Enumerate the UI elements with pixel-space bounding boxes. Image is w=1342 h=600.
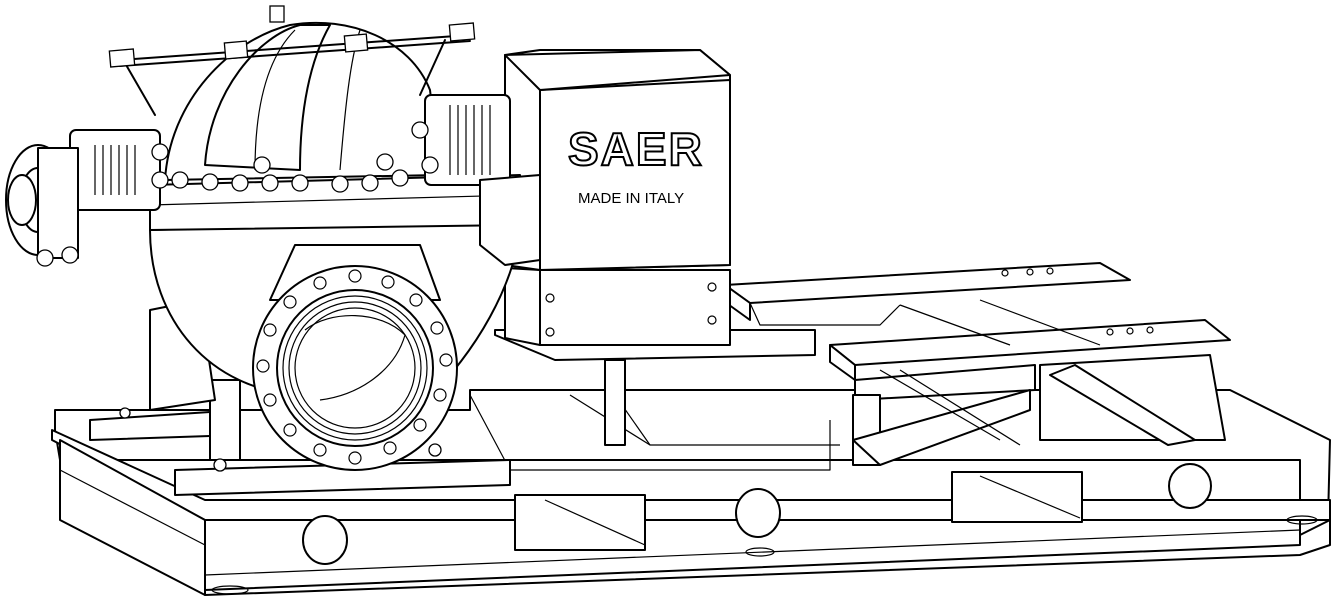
split-case-pump — [5, 5, 541, 472]
seal-piping — [108, 5, 476, 116]
frame-hole — [1168, 463, 1212, 509]
frame-hole — [302, 515, 348, 565]
brand-logo: SAER — [568, 123, 704, 175]
flange-bolts — [36, 121, 439, 267]
discharge-flange — [252, 244, 458, 471]
frame-cutout — [514, 494, 646, 551]
frame-cutout — [951, 471, 1083, 523]
motor-support-structure — [724, 262, 1231, 466]
frame-hole — [735, 488, 781, 538]
tagline: MADE IN ITALY — [578, 190, 684, 207]
bearing-housing-left — [69, 129, 161, 211]
flange-bolt-holes — [256, 269, 453, 465]
pump-pedestals — [89, 299, 511, 496]
bearing-housing-right — [424, 94, 511, 186]
coupling-guard: SAER MADE IN ITALY — [494, 49, 816, 446]
